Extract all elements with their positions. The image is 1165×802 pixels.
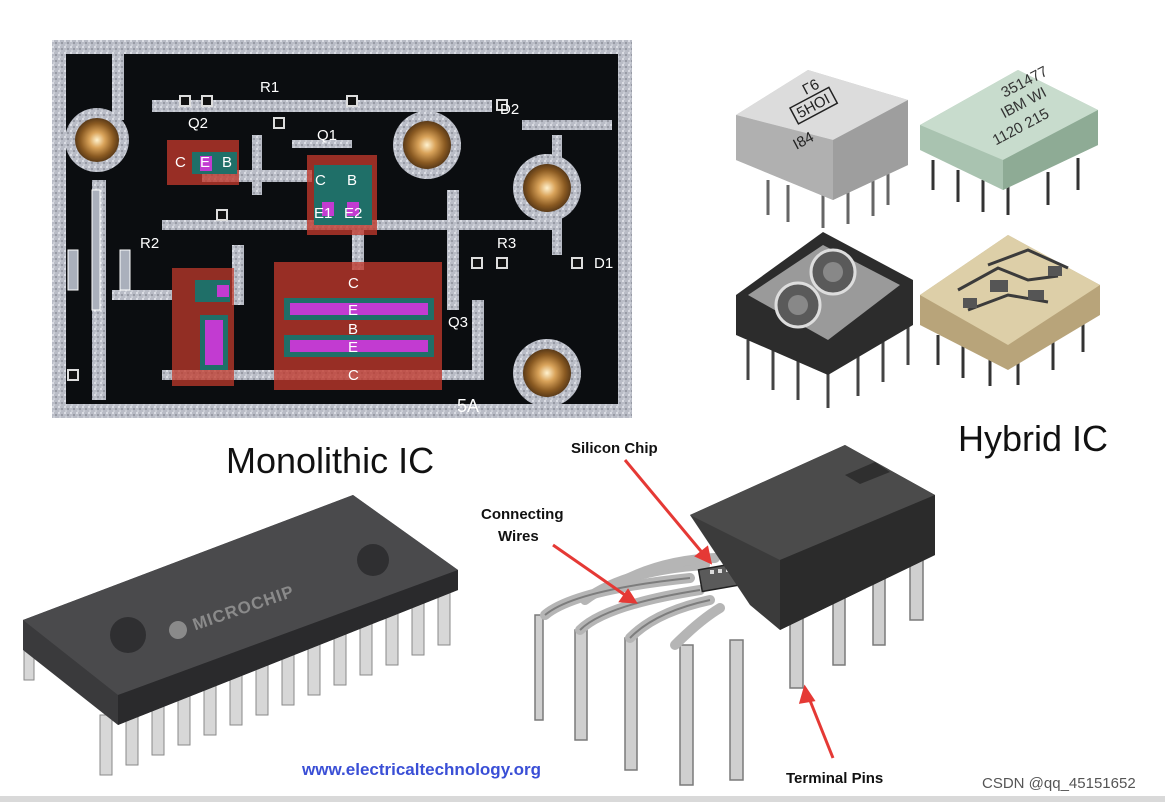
label-q3-e-bottom: E [348, 339, 358, 356]
bond-pads [65, 108, 581, 407]
label-r3: R3 [497, 235, 516, 252]
terminal-pins-label: Terminal Pins [786, 770, 884, 787]
connecting-wires-arrow [552, 543, 636, 604]
label-q3-c-top: C [348, 275, 359, 292]
label-r1: R1 [260, 79, 279, 96]
label-q2-b: B [222, 154, 232, 171]
bottom-border [0, 796, 1165, 802]
label-q2-c: C [175, 154, 186, 171]
label-q1: Q1 [317, 127, 337, 144]
label-q3-c-bottom: C [348, 367, 359, 384]
label-q3-e-top: E [348, 302, 358, 319]
hybrid-chip-ceramic [920, 235, 1100, 386]
connecting-wires-label-line2: Wires [498, 528, 539, 545]
label-q3: Q3 [448, 314, 468, 331]
label-q2-e: E [200, 154, 210, 171]
label-d1: D1 [594, 255, 613, 272]
label-q2: Q2 [188, 115, 208, 132]
hybrid-chip-green: 351477 IBM WI 1120 215 [920, 63, 1098, 215]
silicon-chip-arrow [623, 459, 712, 563]
source-url: www.electricaltechnology.org [302, 760, 541, 779]
hybrid-chip-metal-can: Г6 5HOI I84 [736, 70, 908, 228]
label-q3-b: B [348, 321, 358, 338]
hybrid-ic-photos: Г6 5HOI I84 351477 IBM WI 1120 215 [728, 40, 1108, 420]
label-die-id: 5A [457, 396, 479, 416]
label-q1-b: B [347, 172, 357, 189]
csdn-watermark: CSDN @qq_45151652 [982, 775, 1136, 792]
dip-chip-photo: MICROCHIP [18, 490, 468, 785]
monolithic-ic-caption: Monolithic IC [226, 440, 435, 481]
label-r2: R2 [140, 235, 159, 252]
connecting-wires-label-line1: Connecting [481, 506, 564, 523]
label-q1-c: C [315, 172, 326, 189]
hybrid-ic-caption: Hybrid IC [958, 418, 1109, 459]
label-q1-e1: E1 [314, 205, 332, 222]
chip1-marking-1: Г6 [800, 76, 823, 99]
silicon-chip-label: Silicon Chip [571, 440, 658, 457]
label-d2: D2 [500, 101, 519, 118]
label-q1-e2: E2 [344, 205, 362, 222]
monolithic-die-photo: R1 R2 R3 Q1 Q2 Q3 D2 D1 C E B C B E1 E2 … [52, 40, 632, 418]
hybrid-chip-open-metal [736, 232, 913, 408]
ic-cutaway-photo [515, 440, 955, 790]
